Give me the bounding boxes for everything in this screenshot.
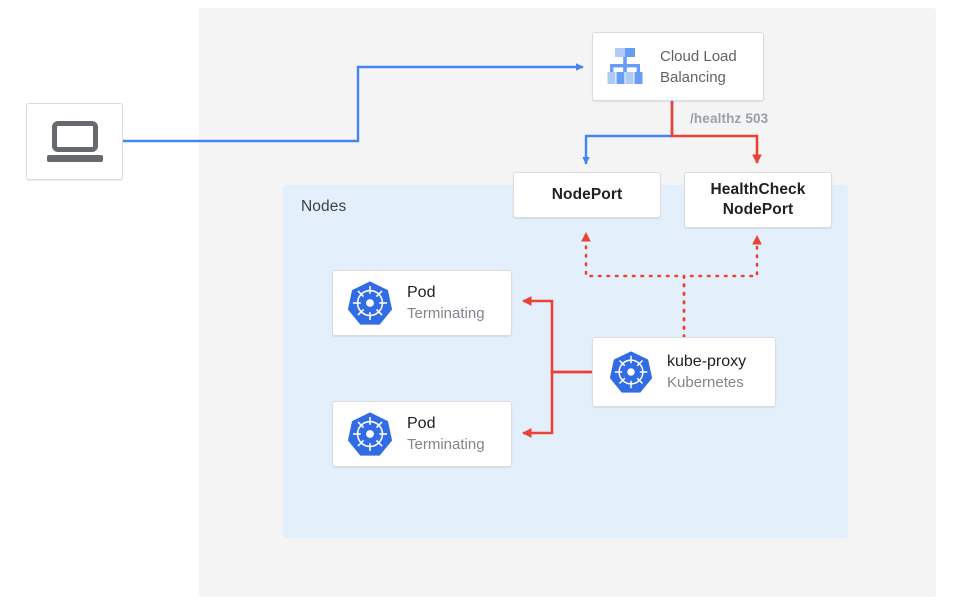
laptop-icon bbox=[46, 120, 103, 163]
clb-label-line2: Balancing bbox=[660, 68, 726, 86]
pod-title-1: Pod bbox=[407, 283, 436, 301]
kube-proxy-text: kube-proxy Kubernetes bbox=[667, 352, 746, 393]
pod-subtitle-2: Terminating bbox=[407, 435, 485, 453]
pod-title-2: Pod bbox=[407, 414, 436, 432]
kubernetes-icon bbox=[347, 411, 393, 457]
kube-proxy-subtitle: Kubernetes bbox=[667, 373, 744, 391]
pod-card-2: Pod Terminating bbox=[332, 401, 512, 467]
pod-text-2: Pod Terminating bbox=[407, 414, 485, 455]
clb-label-line1: Cloud Load bbox=[660, 47, 737, 65]
nodeport-label: NodePort bbox=[552, 185, 623, 205]
healthcheck-nodeport-label-line2: NodePort bbox=[722, 201, 794, 218]
kube-proxy-title: kube-proxy bbox=[667, 352, 747, 370]
pod-subtitle-1: Terminating bbox=[407, 304, 485, 322]
kubernetes-icon bbox=[609, 350, 653, 394]
pod-text-1: Pod Terminating bbox=[407, 283, 485, 324]
kubernetes-icon bbox=[347, 280, 393, 326]
cloud-load-balancing-icon bbox=[603, 47, 647, 87]
healthcheck-nodeport-label: HealthCheck NodePort bbox=[711, 180, 806, 220]
nodes-region-label: Nodes bbox=[301, 198, 347, 215]
laptop-screen bbox=[51, 120, 98, 152]
pod-card-1: Pod Terminating bbox=[332, 270, 512, 336]
healthcheck-nodeport-card: HealthCheck NodePort bbox=[684, 172, 832, 228]
laptop-base bbox=[46, 154, 103, 162]
kube-proxy-card: kube-proxy Kubernetes bbox=[592, 337, 776, 407]
cloud-load-balancing-card: Cloud Load Balancing bbox=[592, 32, 764, 101]
nodeport-label-line1: NodePort bbox=[551, 186, 623, 203]
healthz-edge-label: /healthz 503 bbox=[690, 111, 769, 126]
cloud-load-balancing-label: Cloud Load Balancing bbox=[660, 46, 737, 88]
client-laptop-card bbox=[26, 103, 123, 180]
nodeport-card: NodePort bbox=[513, 172, 661, 218]
healthcheck-nodeport-label-line1: HealthCheck bbox=[710, 181, 806, 198]
